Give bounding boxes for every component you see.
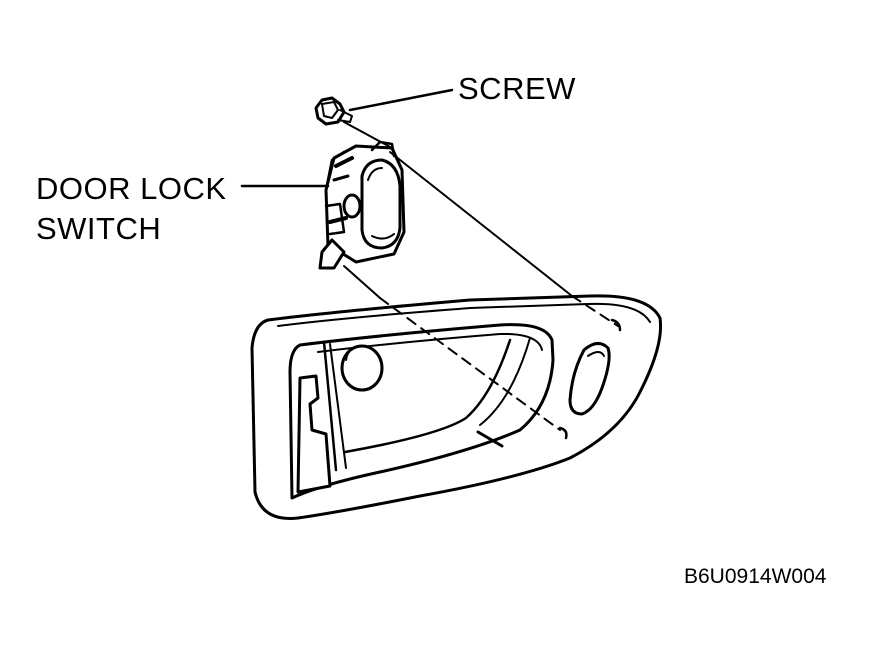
screw-part [314, 96, 353, 126]
door-lock-label-line2: SWITCH [36, 211, 162, 246]
figure-code: B6U0914W004 [684, 565, 827, 588]
door-lock-label-line1: DOOR LOCK [36, 171, 227, 206]
switch-cavity [568, 342, 611, 416]
door-lock-switch-part [318, 140, 406, 270]
latch-lever [296, 340, 384, 494]
door-handle-bezel [250, 294, 663, 520]
screw-leader-line [348, 88, 454, 112]
screw-label: SCREW [458, 71, 576, 106]
assembly-guide-lines [343, 121, 619, 431]
